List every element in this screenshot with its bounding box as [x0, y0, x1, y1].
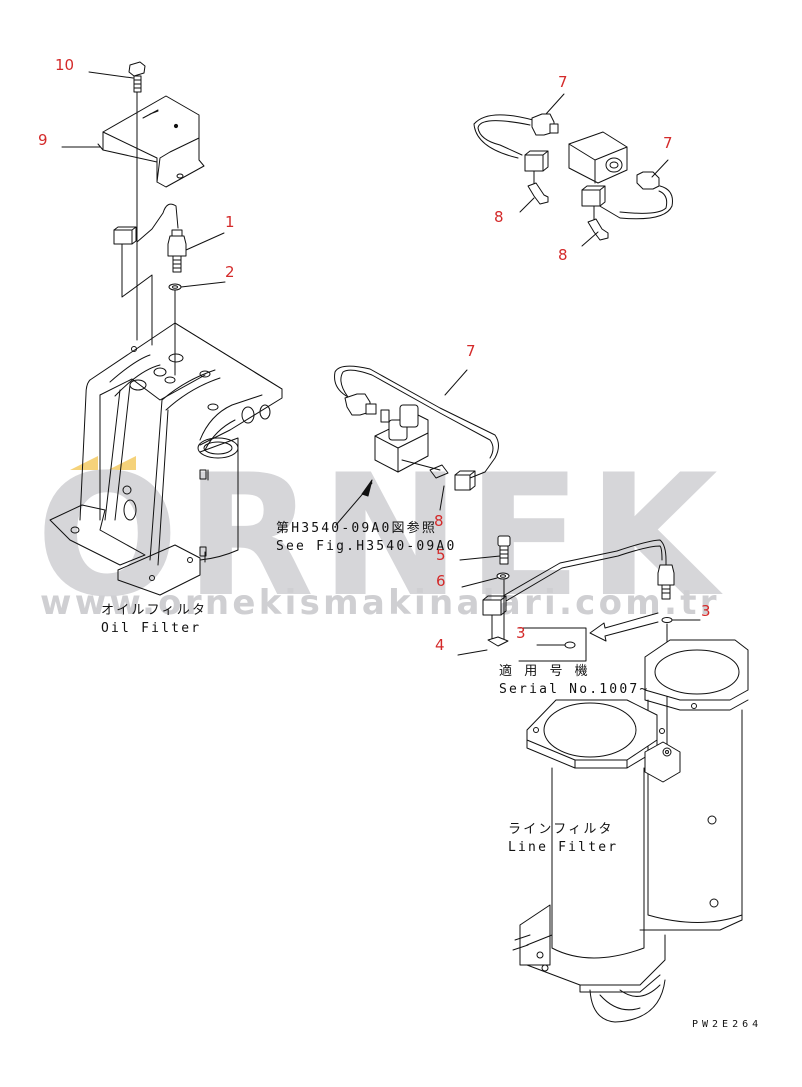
- callout-8-middle: 8: [434, 512, 444, 530]
- oil-filter-housing: [49, 322, 283, 596]
- solenoid-top-right: [473, 113, 673, 241]
- o-ring-icon: [661, 617, 673, 623]
- callout-10: 10: [55, 56, 75, 74]
- callout-1: 1: [225, 213, 235, 231]
- callout-7-top-right: 7: [663, 134, 673, 152]
- callout-6: 6: [436, 572, 446, 590]
- drawing-code: PW2E264: [692, 1019, 763, 1030]
- see-fig-label-jp: 第H3540-09A0図参照: [276, 521, 438, 536]
- watermark-accent-left: [70, 456, 98, 470]
- callout-8-top-right: 8: [558, 246, 568, 264]
- oil-filter-label-en: Oil Filter: [101, 621, 202, 636]
- line-filter-assembly: [512, 639, 749, 1023]
- bolt-icon-5: [497, 535, 511, 565]
- serial-label-jp: 適 用 号 機: [499, 664, 590, 679]
- serial-label-en: Serial No.1007~: [499, 682, 650, 697]
- line-filter-label-en: Line Filter: [508, 840, 619, 855]
- oil-filter-label-jp: オイルフィルタ: [101, 603, 208, 618]
- callout-7-top-left: 7: [558, 73, 568, 91]
- pressure-switch-icon: [113, 203, 187, 273]
- clamp-icon-4: [482, 595, 509, 647]
- watermark-accent-right: [108, 456, 136, 470]
- callout-3-detail: 3: [516, 624, 526, 642]
- bracket-icon: [97, 95, 205, 188]
- callout-9: 9: [38, 131, 48, 149]
- washer-icon-6: [496, 572, 510, 580]
- callout-5: 5: [436, 546, 446, 564]
- solenoid-valve-middle: [334, 365, 499, 491]
- callout-7-middle: 7: [466, 342, 476, 360]
- callout-8-top-left: 8: [494, 208, 504, 226]
- watermark-url: www.ornekismakinalari.com.tr: [40, 583, 720, 623]
- see-fig-label-en: See Fig.H3540-09A0: [276, 539, 457, 554]
- pressure-switch-icon-right: [657, 559, 675, 600]
- line-filter-label-jp: ラインフィルタ: [508, 822, 614, 837]
- bolt-icon: [128, 61, 146, 93]
- callout-3-right: 3: [701, 602, 711, 620]
- callout-2: 2: [225, 263, 235, 281]
- callout-4: 4: [435, 636, 445, 654]
- washer-icon: [168, 283, 182, 291]
- detail-box: [518, 627, 587, 662]
- watermark-brand: ORNEK: [36, 438, 724, 634]
